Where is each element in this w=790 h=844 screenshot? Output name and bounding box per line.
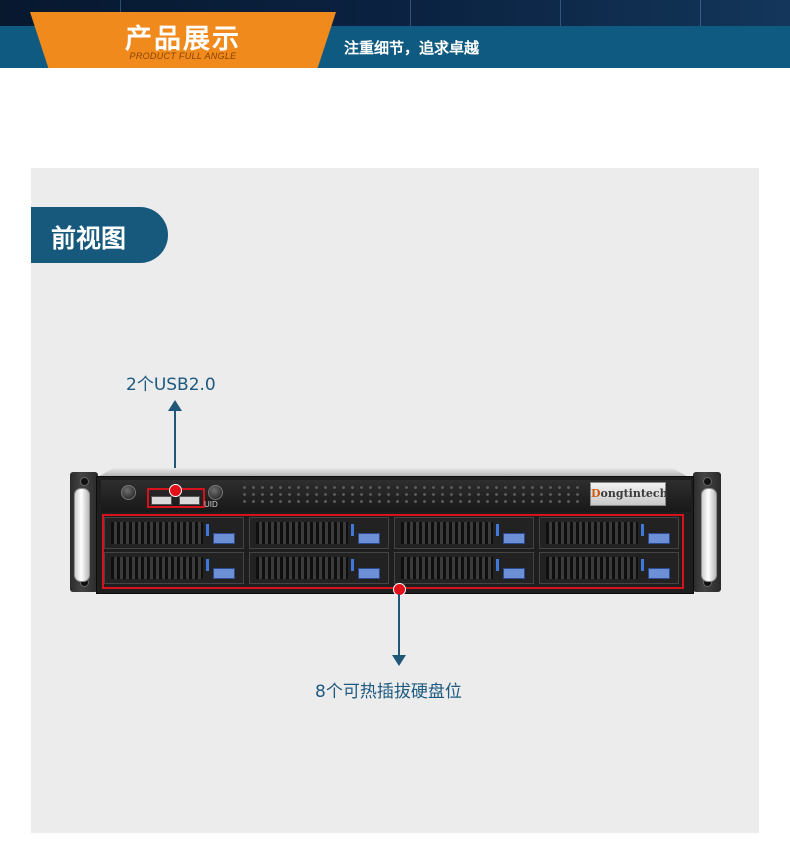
usb-port-icon	[179, 496, 200, 505]
uid-label: UID	[204, 500, 218, 509]
bay-grille	[401, 522, 493, 544]
section-tab: 前视图	[31, 207, 168, 263]
rack-screw-hole	[703, 477, 712, 486]
drive-bay	[104, 517, 244, 549]
bay-grille	[111, 557, 203, 579]
bay-led-icon	[351, 524, 354, 536]
bay-latch-icon	[358, 568, 380, 579]
decor-streak	[410, 0, 411, 26]
brand-logo: Dongtintech	[590, 482, 668, 506]
usb-callout-dot	[169, 484, 182, 497]
chassis-top-cover	[96, 468, 690, 478]
bay-led-icon	[206, 559, 209, 571]
drive-bay	[249, 552, 389, 584]
rack-screw-hole	[80, 477, 89, 486]
bays-callout-label: 8个可热插拔硬盘位	[315, 682, 462, 702]
bay-grille	[401, 557, 493, 579]
header-tagline: 注重细节，追求卓越	[344, 39, 480, 57]
bay-latch-icon	[648, 533, 670, 544]
bays-callout-arrowhead	[392, 655, 406, 666]
header-subtitle: PRODUCT FULL ANGLE	[129, 51, 237, 61]
drive-bay	[249, 517, 389, 549]
drive-bay	[394, 517, 534, 549]
usb-callout-label: 2个USB2.0	[126, 375, 216, 395]
bay-latch-icon	[503, 533, 525, 544]
bay-grille	[546, 557, 638, 579]
rack-handle-right	[701, 488, 717, 582]
bay-grille	[256, 522, 348, 544]
uid-button-icon	[208, 485, 223, 500]
bay-led-icon	[641, 559, 644, 571]
bays-callout-line	[398, 594, 400, 656]
bay-led-icon	[496, 524, 499, 536]
bay-latch-icon	[213, 568, 235, 579]
bay-latch-icon	[503, 568, 525, 579]
header-title-tab: 产品展示 PRODUCT FULL ANGLE	[30, 12, 336, 68]
bay-led-icon	[496, 559, 499, 571]
bay-latch-icon	[213, 533, 235, 544]
usb-port-icon	[151, 496, 172, 505]
bay-latch-icon	[358, 533, 380, 544]
drive-bay	[539, 552, 679, 584]
bay-grille	[111, 522, 203, 544]
rack-handle-left	[74, 488, 90, 582]
drive-bay	[539, 517, 679, 549]
bay-grille	[256, 557, 348, 579]
power-button-icon	[121, 485, 136, 500]
usb-callout-arrowhead	[168, 400, 182, 411]
header-title: 产品展示	[125, 24, 241, 55]
section-title: 前视图	[51, 224, 127, 253]
bay-led-icon	[351, 559, 354, 571]
bay-latch-icon	[648, 568, 670, 579]
bay-grille	[546, 522, 638, 544]
drive-bays-highlight	[102, 514, 684, 589]
bay-led-icon	[641, 524, 644, 536]
usb-callout-line	[174, 409, 176, 489]
drive-bay	[394, 552, 534, 584]
decor-streak	[560, 0, 561, 26]
bay-led-icon	[206, 524, 209, 536]
decor-streak	[700, 0, 701, 26]
drive-bay	[104, 552, 244, 584]
front-vent-grille	[240, 484, 580, 504]
